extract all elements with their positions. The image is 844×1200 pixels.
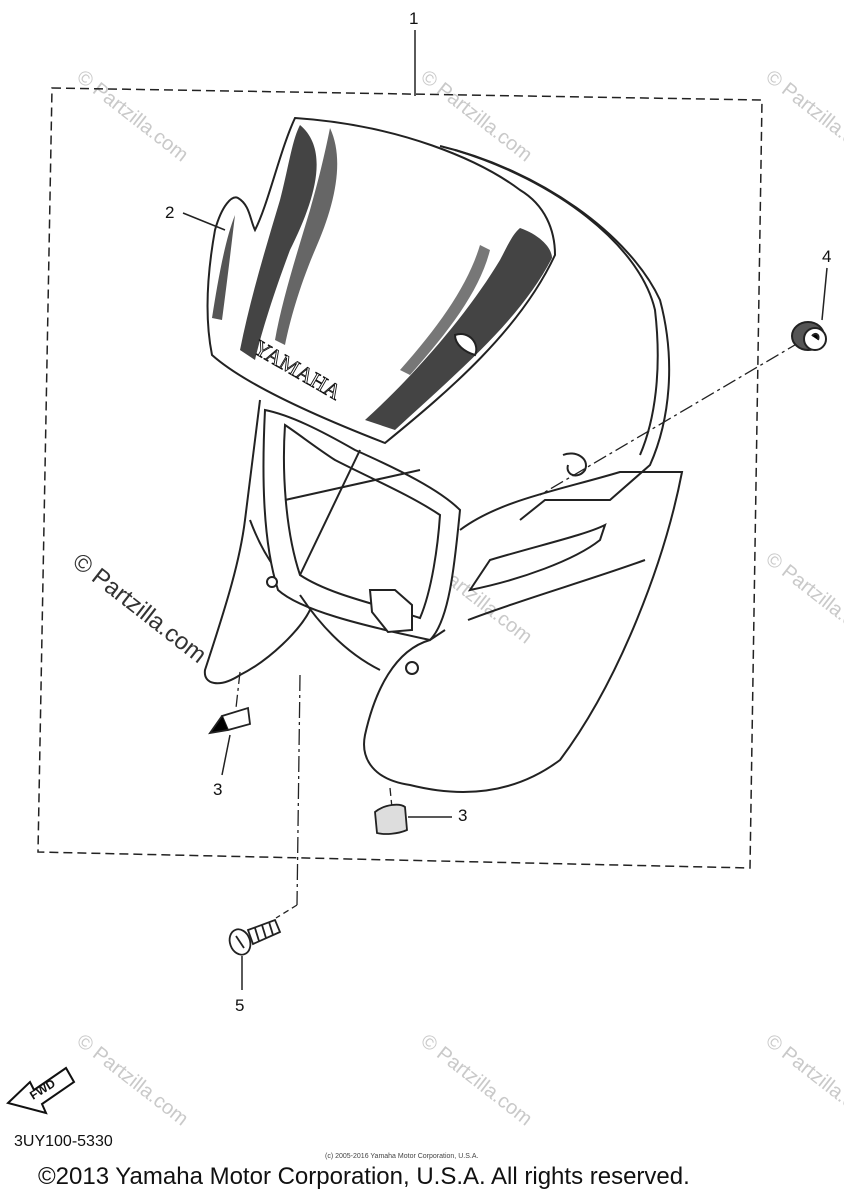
callout-3-left: 3 — [213, 780, 223, 799]
callout-4: 4 — [822, 247, 832, 266]
cowl-assembly — [203, 145, 684, 793]
leader-3-left — [221, 734, 231, 776]
small-copyright: (c) 2005-2016 Yamaha Motor Corporation, … — [325, 1153, 479, 1160]
grommet-part — [791, 321, 827, 351]
leader-3-left-upper — [235, 671, 241, 709]
assembly-box — [37, 87, 763, 869]
callout-3-right: 3 — [458, 806, 468, 825]
windscreen — [206, 116, 557, 445]
screw-part — [228, 918, 282, 956]
fwd-arrow-icon — [6, 1066, 76, 1115]
callout-5: 5 — [235, 996, 245, 1015]
callout-1: 1 — [409, 9, 419, 28]
callout-2: 2 — [165, 203, 175, 222]
part-code: 3UY100-5330 — [14, 1133, 113, 1150]
copyright-notice: ©2013 Yamaha Motor Corporation, U.S.A. A… — [38, 1163, 690, 1190]
leader-5-dash-b — [275, 904, 298, 919]
leader-5-dash — [296, 674, 301, 906]
leader-2 — [182, 212, 226, 231]
leader-4 — [821, 267, 828, 321]
clip-part-left — [208, 706, 251, 735]
clip-part-right — [374, 803, 408, 835]
leader-4-dash — [539, 341, 801, 496]
